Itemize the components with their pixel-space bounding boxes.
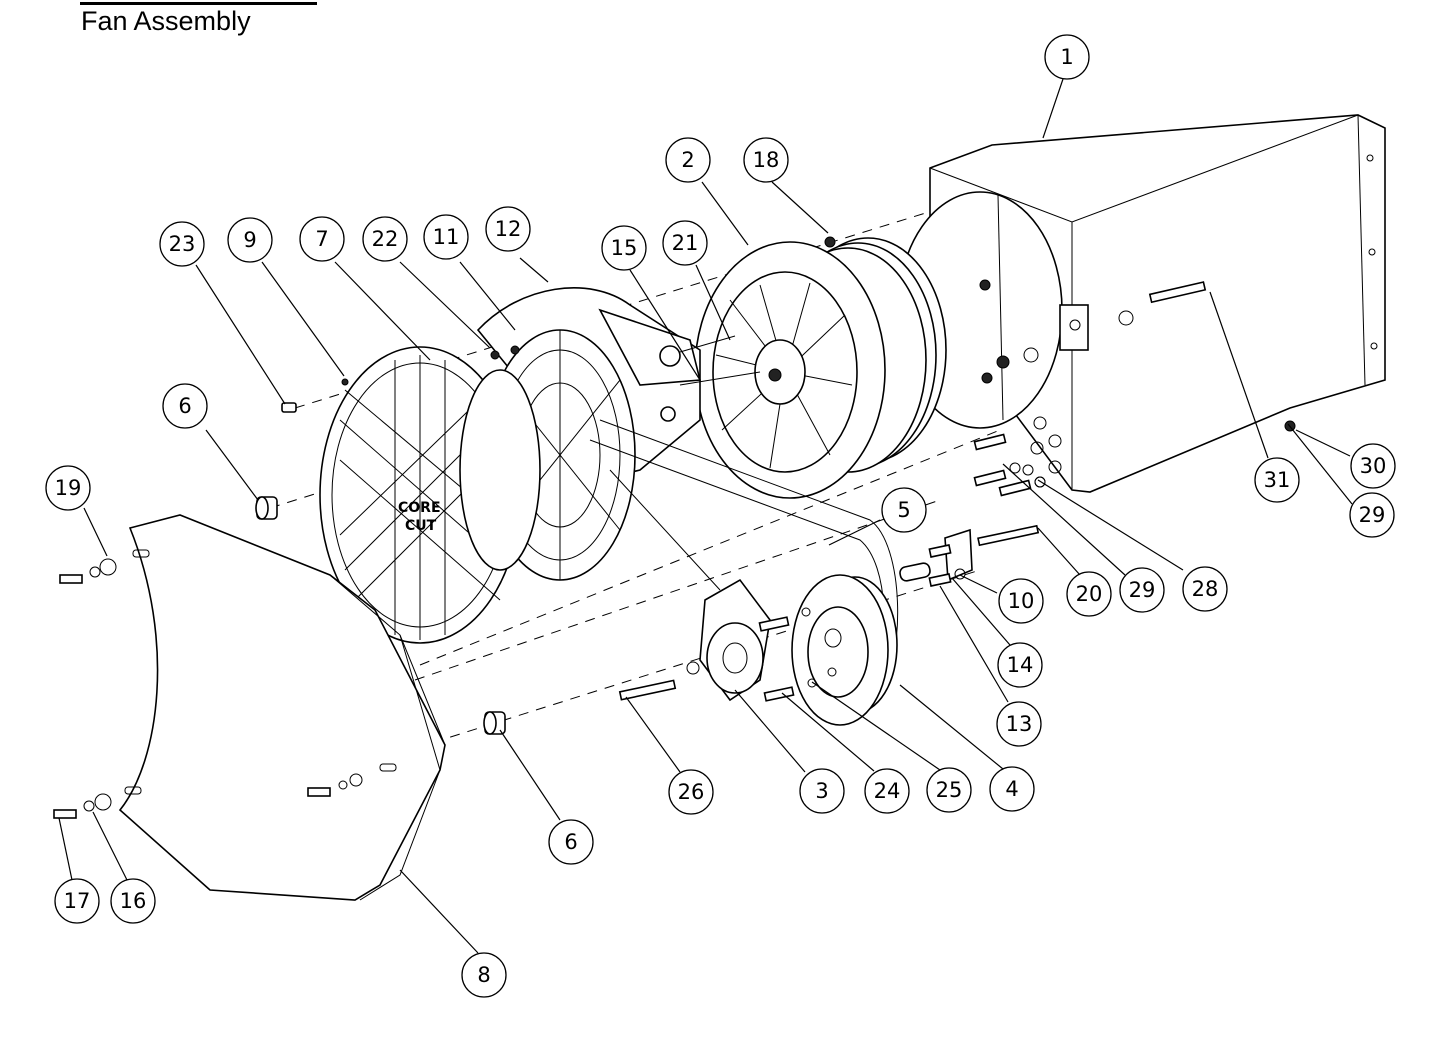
svg-text:23: 23: [169, 232, 196, 256]
callout-8: 8: [461, 952, 507, 998]
callout-6-upper: 6: [162, 383, 208, 429]
svg-text:11: 11: [433, 225, 460, 249]
callout-23: 23: [159, 221, 205, 267]
svg-text:31: 31: [1264, 468, 1291, 492]
svg-text:5: 5: [897, 498, 910, 522]
part-1-housing: [897, 114, 1386, 493]
callout-25: 25: [926, 767, 972, 813]
svg-text:6: 6: [564, 830, 577, 854]
svg-text:15: 15: [611, 236, 638, 260]
svg-text:10: 10: [1008, 589, 1035, 613]
svg-text:13: 13: [1006, 712, 1033, 736]
callout-12: 12: [485, 206, 531, 252]
callout-16: 16: [110, 878, 156, 924]
part-4-pulley: [758, 574, 898, 726]
callout-13: 13: [996, 701, 1042, 747]
callout-4: 4: [989, 766, 1035, 812]
callout-7: 7: [299, 216, 345, 262]
svg-text:20: 20: [1076, 582, 1103, 606]
svg-text:12: 12: [495, 217, 522, 241]
part-2-fan-wheel: [694, 236, 947, 499]
svg-text:16: 16: [120, 889, 147, 913]
logo-text-cut: CUT: [405, 518, 437, 534]
callout-10: 10: [998, 578, 1044, 624]
svg-text:6: 6: [178, 394, 191, 418]
callout-30: 30: [1350, 443, 1396, 489]
callout-22: 22: [362, 216, 408, 262]
callout-6-lower: 6: [548, 819, 594, 865]
svg-text:18: 18: [753, 148, 780, 172]
svg-text:22: 22: [372, 227, 399, 251]
svg-text:8: 8: [477, 963, 490, 987]
svg-text:19: 19: [55, 476, 82, 500]
svg-text:21: 21: [672, 231, 699, 255]
callout-29-mid: 29: [1119, 567, 1165, 613]
callout-29-right: 29: [1349, 492, 1395, 538]
callout-15: 15: [601, 225, 647, 271]
part-3-tensioner: [618, 578, 771, 702]
callout-1: 1: [1044, 34, 1090, 80]
callout-18: 18: [743, 137, 789, 183]
logo-text-core: CORE: [398, 500, 441, 516]
callout-14: 14: [997, 642, 1043, 688]
svg-text:29: 29: [1129, 578, 1156, 602]
callout-5: 5: [881, 487, 927, 533]
callout-3: 3: [799, 768, 845, 814]
svg-text:29: 29: [1359, 503, 1386, 527]
leader-lines: [58, 78, 1353, 954]
svg-text:3: 3: [815, 779, 828, 803]
page-title: Fan Assembly: [81, 6, 251, 36]
svg-text:1: 1: [1060, 45, 1073, 69]
svg-text:25: 25: [936, 778, 963, 802]
svg-text:30: 30: [1360, 454, 1387, 478]
svg-text:17: 17: [64, 889, 91, 913]
callout-28: 28: [1182, 566, 1228, 612]
svg-text:7: 7: [315, 227, 328, 251]
svg-text:26: 26: [678, 780, 705, 804]
callout-9: 9: [227, 217, 273, 263]
part-7-grille: CORE CUT: [319, 346, 541, 644]
part-6-spacers: [255, 402, 506, 735]
svg-text:14: 14: [1007, 653, 1034, 677]
svg-text:24: 24: [874, 779, 901, 803]
callout-26: 26: [668, 769, 714, 815]
callout-17: 17: [54, 878, 100, 924]
svg-text:28: 28: [1192, 577, 1219, 601]
svg-text:4: 4: [1005, 777, 1018, 801]
svg-text:9: 9: [243, 228, 256, 252]
callout-31: 31: [1254, 457, 1300, 503]
svg-text:2: 2: [681, 148, 694, 172]
callout-24: 24: [864, 768, 910, 814]
callout-19: 19: [45, 465, 91, 511]
part-10-bracket: [899, 524, 1040, 587]
part-8-belt-guard: [53, 514, 446, 901]
callout-11: 11: [423, 214, 469, 260]
callout-2: 2: [665, 137, 711, 183]
part-28-29-bolts: [973, 433, 1046, 497]
title-underline: [80, 2, 317, 5]
callout-21: 21: [662, 220, 708, 266]
callout-balloons: 1 2 18 23 9 7 22 11 12 15 21 6 19 5 31 3…: [45, 34, 1396, 998]
callout-20: 20: [1066, 571, 1112, 617]
